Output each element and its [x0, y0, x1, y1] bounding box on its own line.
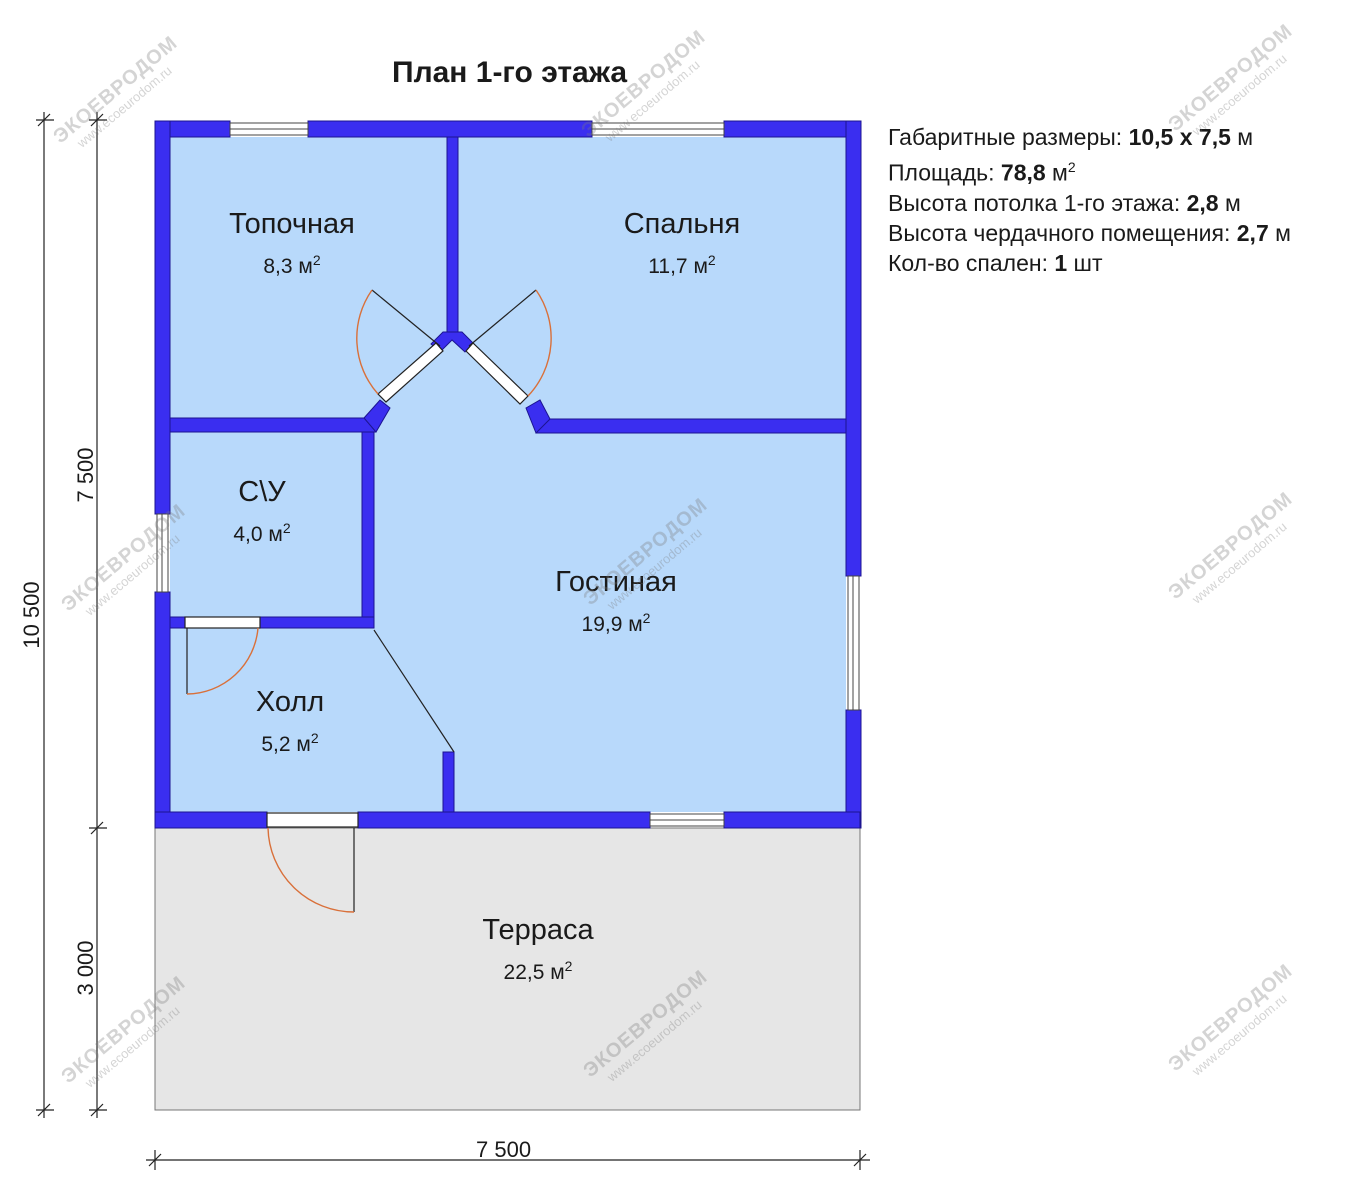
info-unit: м [1045, 159, 1068, 186]
room-name: Топочная [229, 208, 355, 240]
info-unit: м [1218, 189, 1241, 216]
room-label: Спальня 11,7 м2 [623, 208, 741, 278]
info-unit: шт [1067, 249, 1103, 276]
room-area-superscript: 2 [707, 252, 716, 268]
room-area-superscript: 2 [312, 252, 321, 268]
room-area: 11,7 м2 [648, 252, 716, 278]
info-value: 78,8 [1000, 159, 1046, 186]
room-label: Топочная 8,3 м2 [229, 208, 355, 278]
room-name: Холл [255, 686, 325, 718]
info-unit: м [1268, 219, 1291, 246]
room-area-superscript: 2 [310, 730, 319, 746]
info-row: Высота чердачного помещения: 2,7 м [888, 218, 1291, 248]
info-label: Кол-во спален: [888, 249, 1055, 276]
room-label: С\У 4,0 м2 [233, 476, 291, 546]
info-superscript: 2 [1067, 159, 1076, 175]
info-label: Площадь: [888, 159, 1001, 186]
dimension-terrace-height: 3 000 [73, 940, 98, 996]
dimension-house-height: 7 500 [73, 447, 98, 503]
room-name: Спальня [623, 208, 741, 240]
room-area: 19,9 м2 [581, 610, 651, 636]
room-area: 5,2 м2 [261, 730, 319, 756]
room-name: Терраса [482, 914, 594, 946]
doors [184, 289, 537, 912]
info-row: Габаритные размеры: 10,5 х 7,5 м [888, 122, 1291, 152]
info-row: Кол-во спален: 1 шт [888, 248, 1291, 278]
room-name: С\У [238, 476, 286, 508]
room-area: 8,3 м2 [263, 252, 321, 278]
info-label: Высота чердачного помещения: [888, 219, 1237, 246]
windows [156, 122, 860, 827]
info-row: Площадь: 78,8 м2 [888, 152, 1291, 188]
dimension-width: 7 500 [476, 1137, 532, 1162]
room-fills [170, 137, 846, 812]
room-area-superscript: 2 [282, 520, 291, 536]
info-label: Габаритные размеры: [888, 124, 1129, 150]
room-area: 4,0 м2 [233, 520, 291, 546]
dimension-total-height: 10 500 [19, 581, 44, 649]
room-label: Гостиная 19,9 м2 [555, 566, 677, 636]
info-value: 2,8 [1186, 189, 1219, 216]
plan-title: План 1-го этажа [392, 56, 628, 89]
room-area-superscript: 2 [642, 610, 651, 626]
room-label: Холл 5,2 м2 [255, 686, 325, 756]
info-unit: м [1230, 124, 1254, 150]
room-area: 22,5 м2 [503, 958, 573, 984]
terrace-area [154, 827, 861, 1111]
room-name: Гостиная [555, 566, 677, 598]
info-value: 2,7 [1236, 219, 1269, 246]
dimension-lines [36, 112, 870, 1170]
walls [154, 120, 862, 829]
room-label: Терраса 22,5 м2 [482, 914, 594, 984]
info-value: 1 [1054, 249, 1068, 276]
info-label: Высота потолка 1-го этажа: [888, 189, 1187, 216]
info-value: 10,5 х 7,5 [1128, 124, 1231, 150]
door-swing-arcs [186, 289, 552, 913]
room-area-superscript: 2 [564, 958, 573, 974]
info-row: Высота потолка 1-го этажа: 2,8 м [888, 188, 1291, 218]
